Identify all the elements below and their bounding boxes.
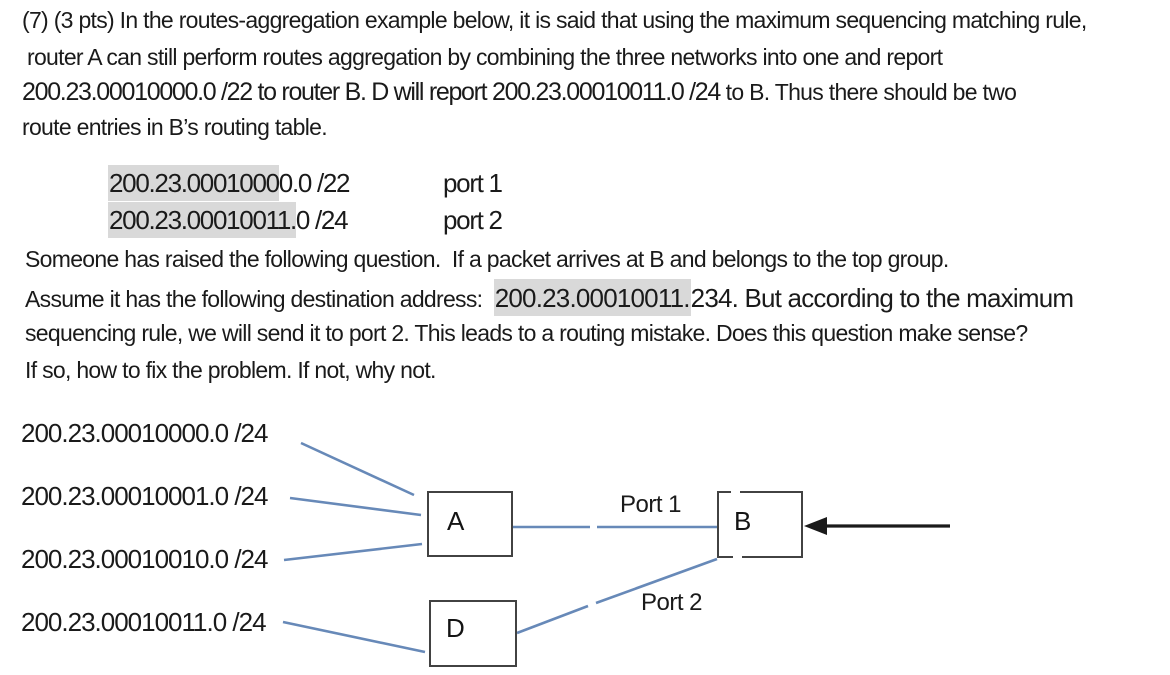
link-d-to-b-port2 xyxy=(516,604,589,635)
routing-table-row: 200.23.00010011.0 /24 xyxy=(108,202,349,238)
router-a-label: A xyxy=(447,506,465,536)
routing-table-port: port 2 xyxy=(443,205,503,235)
network-label-2: 200.23.00010001.0 /24 xyxy=(21,481,268,511)
network-label-3: 200.23.00010010.0 /24 xyxy=(21,544,268,574)
para1-line3: 200.23.00010000.0 /22 to router B. D wil… xyxy=(22,78,1017,108)
route-prefix-rest: 0 /24 xyxy=(295,205,349,235)
para2-line4: If so, how to fix the problem. If not, w… xyxy=(25,357,436,383)
network-label-1: 200.23.00010000.0 /24 xyxy=(21,418,268,448)
incoming-packet-arrowhead-icon xyxy=(804,517,827,535)
para2-line2: Assume it has the following destination … xyxy=(25,279,1074,316)
para2-line3: sequencing rule, we will send it to port… xyxy=(25,320,1028,346)
router-b-box xyxy=(717,491,803,558)
link-net2-to-router-a xyxy=(289,496,422,517)
link-net3-to-router-a xyxy=(283,542,423,562)
para1-line4: route entries in B’s routing table. xyxy=(22,114,328,140)
para1-line3-address-segment: 200.23.00010000.0 /22 to router B. D wil… xyxy=(22,78,726,106)
routing-table-row: 200.23.00010000.0 /22 xyxy=(108,165,351,201)
route-prefix-rest: 0.0 /22 xyxy=(278,168,351,198)
router-d-label: D xyxy=(446,613,465,643)
link-net4-to-router-d xyxy=(282,620,426,654)
para1-line1: (7) (3 pts) In the routes-aggregation ex… xyxy=(22,7,1087,33)
route-prefix-highlight: 200.23.0001000 xyxy=(108,165,280,201)
port2-label: Port 2 xyxy=(641,589,703,616)
port1-label: Port 1 xyxy=(620,491,682,518)
router-d-box xyxy=(429,600,517,667)
route-prefix-highlight: 200.23.00010011. xyxy=(108,202,297,238)
routing-table-port: port 1 xyxy=(443,168,503,198)
router-a-box xyxy=(427,491,513,557)
para2-line2-pre: Assume it has the following destination … xyxy=(25,286,494,312)
link-net1-to-router-a xyxy=(300,441,415,497)
para2-line1: Someone has raised the following questio… xyxy=(25,246,949,272)
network-label-4: 200.23.00010011.0 /24 xyxy=(21,607,267,637)
router-b-label: B xyxy=(734,506,752,536)
para1-line2: router A can still perform routes aggreg… xyxy=(27,44,943,70)
destination-address-rest: 234. But according to the maximum xyxy=(690,283,1074,313)
router-b-border-gap xyxy=(733,555,742,560)
destination-address-highlight: 200.23.00010011. xyxy=(493,279,691,316)
router-b-border-gap xyxy=(731,489,740,494)
para1-line3-rest: to B. Thus there should be two xyxy=(725,79,1017,105)
